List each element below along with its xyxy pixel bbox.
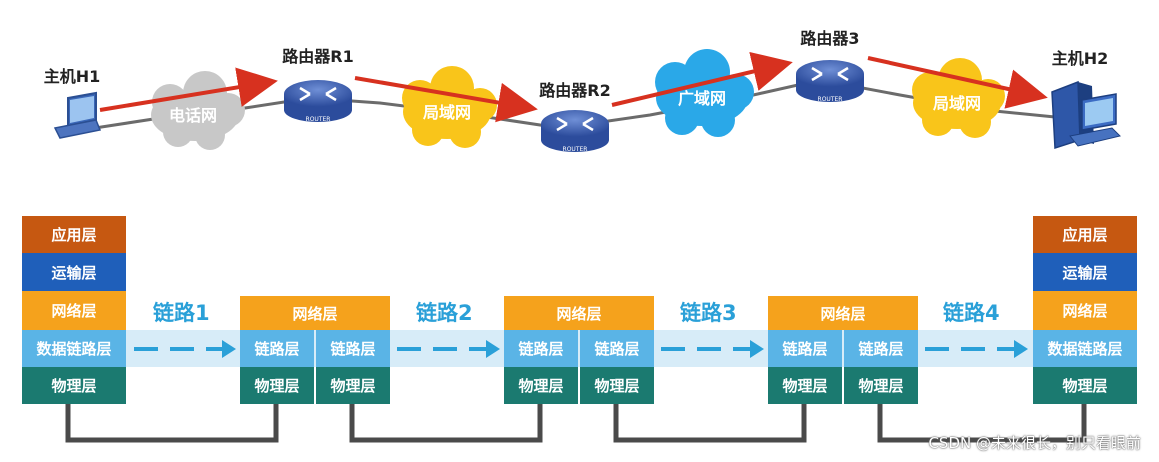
link-arrow-4 bbox=[925, 340, 1028, 358]
cloud-lan-1: 局域网 bbox=[402, 66, 497, 148]
link-arrow-3 bbox=[661, 340, 764, 358]
path-arrow-3 bbox=[611, 51, 793, 107]
router-1-physical-layer-left: 物理层 bbox=[240, 367, 314, 404]
cloud-phone-label: 电话网 bbox=[169, 106, 217, 125]
physical-wire-4 bbox=[877, 404, 1087, 443]
router-3-badge: ROUTER bbox=[818, 96, 843, 103]
host-left-physical-layer: 物理层 bbox=[22, 367, 126, 404]
watermark: CSDN @未来很长，别只看眼前 bbox=[928, 434, 1141, 452]
host-right-transport-layer: 运输层 bbox=[1033, 253, 1137, 291]
router-r1-label: 路由器R1 bbox=[282, 47, 353, 66]
host-left-application-layer: 应用层 bbox=[22, 216, 126, 253]
host-right-datalink-layer: 数据链路层 bbox=[1033, 330, 1137, 367]
router-1-link-layer-right: 链路层 bbox=[316, 330, 390, 367]
host-left-transport-layer: 运输层 bbox=[22, 253, 126, 291]
desktop-computer-icon bbox=[1051, 80, 1121, 150]
physical-wire-1 bbox=[65, 404, 279, 443]
link-4-label: 链路4 bbox=[943, 301, 1000, 325]
router-1-physical-layer-right: 物理层 bbox=[316, 367, 390, 404]
host-left-datalink-layer: 数据链路层 bbox=[22, 330, 126, 367]
host-left-network-layer: 网络层 bbox=[22, 291, 126, 330]
router-3-network-layer: 网络层 bbox=[768, 296, 918, 330]
router-2-physical-layer-left: 物理层 bbox=[504, 367, 578, 404]
path-arrow-1 bbox=[99, 67, 278, 112]
link-2-label: 链路2 bbox=[416, 301, 473, 325]
cloud-lan2-label: 局域网 bbox=[933, 94, 981, 113]
path-arrow-4 bbox=[867, 56, 1048, 109]
router-3-physical-layer-right: 物理层 bbox=[844, 367, 918, 404]
router-3-link-layer-right: 链路层 bbox=[844, 330, 918, 367]
laptop-icon bbox=[53, 91, 102, 139]
router-2-link-layer-left: 链路层 bbox=[504, 330, 578, 367]
router-r1-badge: ROUTER bbox=[306, 116, 331, 123]
router-r2-badge: ROUTER bbox=[563, 146, 588, 153]
path-arrow-2 bbox=[354, 76, 538, 123]
physical-wire-2 bbox=[349, 404, 543, 443]
link-1-label: 链路1 bbox=[153, 301, 210, 325]
physical-wire-3 bbox=[613, 404, 807, 443]
host-right-application-layer: 应用层 bbox=[1033, 216, 1137, 253]
router-3-physical-layer-left: 物理层 bbox=[768, 367, 842, 404]
cloud-lan1-label: 局域网 bbox=[423, 103, 471, 122]
link-arrow-2 bbox=[397, 340, 500, 358]
router-r2-icon: ROUTER bbox=[541, 110, 609, 153]
router-r2-label: 路由器R2 bbox=[539, 81, 610, 100]
cloud-phone-network: 电话网 bbox=[151, 71, 245, 150]
cloud-wan-label: 广域网 bbox=[678, 89, 726, 108]
router-3-link-layer-left: 链路层 bbox=[768, 330, 842, 367]
cloud-lan-2: 局域网 bbox=[912, 58, 1005, 138]
host-right-network-layer: 网络层 bbox=[1033, 291, 1137, 330]
router-2-link-layer-right: 链路层 bbox=[580, 330, 654, 367]
router-1-link-layer-left: 链路层 bbox=[240, 330, 314, 367]
router-1-network-layer: 网络层 bbox=[240, 296, 390, 330]
router-2-physical-layer-right: 物理层 bbox=[580, 367, 654, 404]
router-3-icon: ROUTER bbox=[796, 60, 864, 103]
router-2-network-layer: 网络层 bbox=[504, 296, 654, 330]
link-3-label: 链路3 bbox=[680, 301, 737, 325]
host-h1-label: 主机H1 bbox=[44, 67, 101, 86]
router-r1-icon: ROUTER bbox=[284, 80, 352, 123]
link-arrow-1 bbox=[134, 340, 236, 358]
host-h2-label: 主机H2 bbox=[1052, 49, 1109, 68]
router-3-label: 路由器3 bbox=[800, 29, 859, 48]
host-right-physical-layer: 物理层 bbox=[1033, 367, 1137, 404]
